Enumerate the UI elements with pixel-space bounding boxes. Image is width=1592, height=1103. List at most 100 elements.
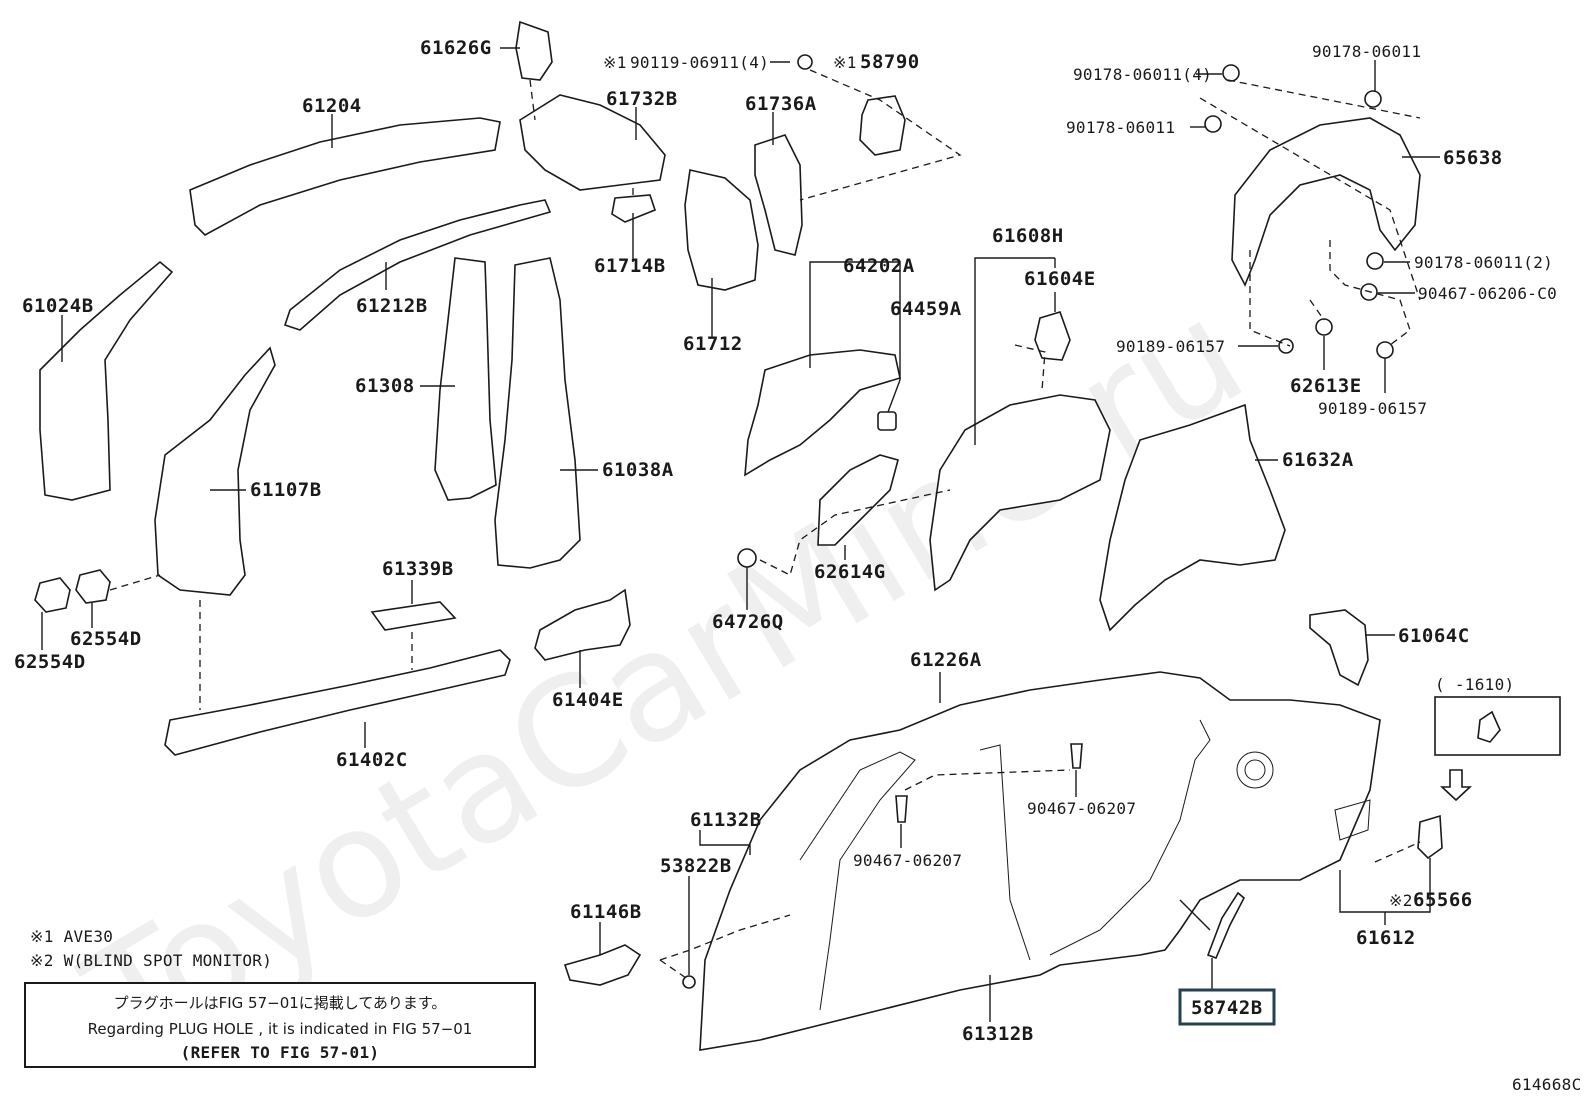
label-64459A[interactable]: 64459A bbox=[890, 298, 962, 320]
label-61107B[interactable]: 61107B bbox=[250, 479, 322, 501]
part-58742B-shape bbox=[1206, 891, 1246, 960]
label-61312B[interactable]: 61312B bbox=[962, 1023, 1034, 1045]
clip-90189-a-shape bbox=[1278, 338, 1294, 354]
label-61626G[interactable]: 61626G bbox=[420, 37, 492, 59]
label-90119-06911[interactable]: 90119-06911(4) bbox=[630, 53, 769, 72]
label-90178-06011-d[interactable]: 90178-06011(2) bbox=[1414, 253, 1553, 272]
label-58790[interactable]: 58790 bbox=[860, 51, 920, 73]
label-61404E[interactable]: 61404E bbox=[552, 689, 624, 711]
label-58742B[interactable]: 58742B bbox=[1191, 997, 1263, 1019]
label-62554D-a[interactable]: 62554D bbox=[14, 651, 86, 673]
label-53822B[interactable]: 53822B bbox=[660, 855, 732, 877]
label-62613E[interactable]: 62613E bbox=[1290, 375, 1362, 397]
label-61632A[interactable]: 61632A bbox=[1282, 449, 1354, 471]
label-61608H[interactable]: 61608H bbox=[992, 225, 1064, 247]
leader-lines bbox=[41, 47, 1440, 1022]
front-door-opening bbox=[799, 751, 916, 1011]
center-pillar-outline bbox=[979, 744, 1031, 961]
label-61038A[interactable]: 61038A bbox=[602, 459, 674, 481]
part-61064C-shape bbox=[1309, 609, 1369, 687]
marker-65566: ※2 bbox=[1389, 891, 1413, 910]
range-label: ( -1610) bbox=[1435, 675, 1514, 694]
lamp-opening bbox=[1334, 799, 1371, 841]
note-box bbox=[24, 982, 536, 1068]
marker-58790: ※1 bbox=[833, 53, 857, 72]
part-53822B-shape bbox=[682, 975, 696, 989]
part-62614G-shape bbox=[817, 454, 899, 546]
nut-90178-c-shape bbox=[1364, 90, 1382, 108]
part-64202A-shape bbox=[744, 349, 901, 477]
label-61146B[interactable]: 61146B bbox=[570, 901, 642, 923]
label-61604E[interactable]: 61604E bbox=[1024, 268, 1096, 290]
label-90189-06157-b[interactable]: 90189-06157 bbox=[1318, 399, 1427, 418]
part-61604E-shape bbox=[1034, 311, 1071, 361]
part-61212B-shape bbox=[283, 199, 552, 331]
part-61339B-shape bbox=[370, 601, 457, 631]
part-side-panel-shape bbox=[699, 671, 1381, 1051]
part-61402C-shape bbox=[164, 649, 511, 756]
part-64459A-shape bbox=[877, 411, 897, 431]
label-62614G[interactable]: 62614G bbox=[814, 561, 886, 583]
label-61712[interactable]: 61712 bbox=[683, 333, 743, 355]
part-61204-shape bbox=[189, 117, 501, 236]
inset-arrow-icon bbox=[1439, 769, 1473, 802]
part-65638-shape bbox=[1231, 117, 1421, 287]
label-61132B[interactable]: 61132B bbox=[690, 809, 762, 831]
part-61626G-shape bbox=[515, 20, 553, 81]
label-90467-06207-a[interactable]: 90467-06207 bbox=[1027, 799, 1136, 818]
part-61146B-shape bbox=[563, 944, 642, 986]
label-65638[interactable]: 65638 bbox=[1443, 147, 1503, 169]
note-line-2: Regarding PLUG HOLE , it is indicated in… bbox=[88, 1020, 473, 1038]
label-61212B[interactable]: 61212B bbox=[356, 295, 428, 317]
part-61038A-shape bbox=[494, 257, 581, 569]
clip-90467-a-shape bbox=[1070, 743, 1083, 769]
label-61226A[interactable]: 61226A bbox=[910, 649, 982, 671]
highlight-box bbox=[1178, 988, 1276, 1026]
label-61339B[interactable]: 61339B bbox=[382, 558, 454, 580]
label-64726Q[interactable]: 64726Q bbox=[712, 611, 784, 633]
nut-90178-a-shape bbox=[1222, 64, 1240, 82]
label-61612[interactable]: 61612 bbox=[1356, 927, 1416, 949]
label-61308[interactable]: 61308 bbox=[355, 375, 415, 397]
label-61714B[interactable]: 61714B bbox=[594, 255, 666, 277]
part-61712-shape bbox=[684, 169, 759, 291]
part-65566-shape bbox=[1417, 814, 1443, 860]
label-90189-06157-a[interactable]: 90189-06157 bbox=[1116, 337, 1225, 356]
label-61736A[interactable]: 61736A bbox=[745, 93, 817, 115]
label-62554D-b[interactable]: 62554D bbox=[70, 628, 142, 650]
label-65566[interactable]: 65566 bbox=[1413, 889, 1473, 911]
label-90467-06207-b[interactable]: 90467-06207 bbox=[853, 851, 962, 870]
label-61204[interactable]: 61204 bbox=[302, 95, 362, 117]
fuel-door-outline bbox=[1236, 751, 1274, 789]
diagram-id: 614668C bbox=[1512, 1075, 1582, 1094]
label-61024B[interactable]: 61024B bbox=[22, 295, 94, 317]
clip-90189-b-shape bbox=[1376, 341, 1394, 359]
label-61402C[interactable]: 61402C bbox=[336, 749, 408, 771]
fuel-door-inner bbox=[1244, 759, 1266, 781]
legend-line-2: ※2 W(BLIND SPOT MONITOR) bbox=[30, 951, 272, 970]
part-61308-shape bbox=[434, 257, 497, 501]
nut-90178-d-shape bbox=[1366, 252, 1384, 270]
label-61064C[interactable]: 61064C bbox=[1398, 625, 1470, 647]
note-line-3[interactable]: (REFER TO FIG 57-01) bbox=[181, 1043, 380, 1062]
label-64202A[interactable]: 64202A bbox=[843, 255, 915, 277]
part-labels: 61626G 61204 61732B 61736A 61714B 61712 … bbox=[14, 37, 1557, 1045]
part-62554D-b-shape bbox=[75, 569, 111, 604]
label-90467-06206-C0[interactable]: 90467-06206-C0 bbox=[1418, 284, 1557, 303]
part-62554D-a-shape bbox=[34, 577, 71, 613]
label-90178-06011-c[interactable]: 90178-06011 bbox=[1312, 42, 1421, 61]
label-90178-06011-b[interactable]: 90178-06011 bbox=[1066, 118, 1175, 137]
part-64726Q-shape bbox=[737, 548, 757, 568]
clip-90467-b-shape bbox=[895, 795, 908, 823]
part-61107B-shape bbox=[154, 346, 276, 596]
nut-90178-b-shape bbox=[1204, 115, 1222, 133]
clip-62613E-shape bbox=[1315, 318, 1333, 336]
plug-hole-note: プラグホールはFIG 57−01に掲載してあります。 Regarding PLU… bbox=[24, 982, 536, 1068]
rear-door-opening bbox=[1049, 719, 1211, 956]
label-61732B[interactable]: 61732B bbox=[606, 88, 678, 110]
note-line-1: プラグホールはFIG 57−01に掲載してあります。 bbox=[114, 994, 447, 1012]
bolt-90119-shape bbox=[797, 54, 813, 70]
part-61714B-shape bbox=[611, 194, 656, 223]
label-90178-06011-a[interactable]: 90178-06011(4) bbox=[1073, 65, 1212, 84]
